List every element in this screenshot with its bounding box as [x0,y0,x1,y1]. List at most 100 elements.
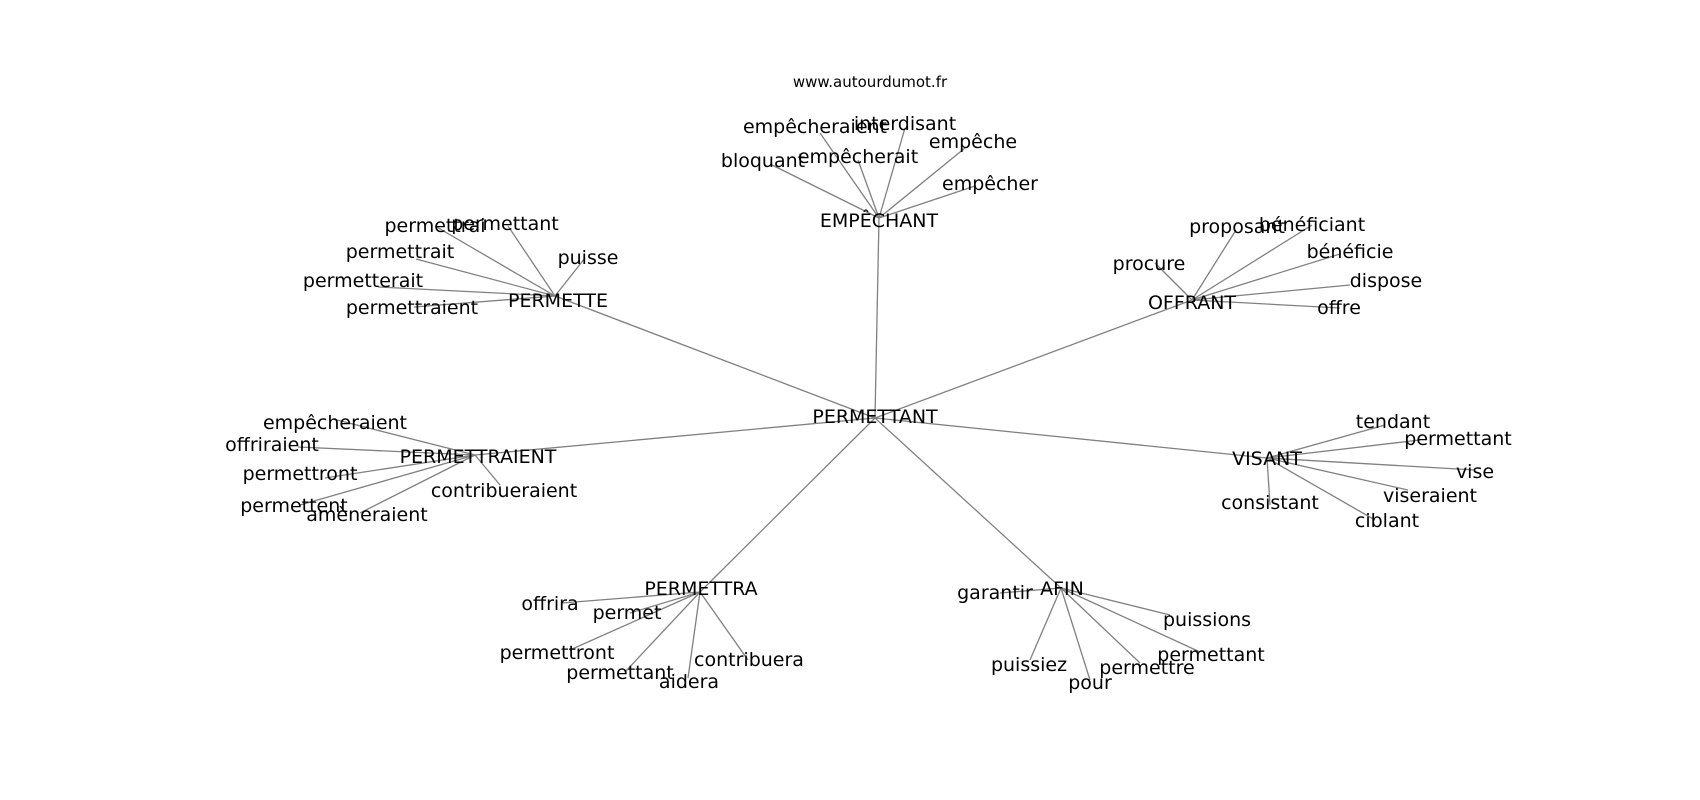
leaf-node-label: permet [593,602,662,624]
leaf-node-label: permettant [1404,428,1511,450]
hub-to-leaf-edge [878,185,976,219]
hub-to-leaf-edge [1191,229,1237,301]
leaf-node-label: offriraient [225,434,319,456]
center-to-hub-edge [474,417,876,456]
hub-to-leaf-edge [878,147,966,219]
leaf-node-label: contribueraient [431,480,577,502]
leaf-node-label: puisse [558,247,619,269]
hub-node-label: PERMETTRA [644,578,757,600]
hub-to-leaf-edge [1060,587,1201,653]
hub-node-label: VISANT [1232,448,1302,470]
edges-layer [297,127,1476,681]
hub-to-leaf-edge [324,454,476,479]
center-to-hub-edge [699,417,876,593]
leaf-node-label: empêcheraient [743,116,887,138]
leaf-node-label: permettraient [346,297,478,319]
leaf-node-label: permettre [1099,657,1194,679]
leaf-node-label: permettant [1157,644,1264,666]
hub-to-leaf-edge [629,591,701,614]
hub-to-leaf-edge [999,587,1062,594]
hub-to-leaf-edge [878,127,906,219]
hub-to-leaf-edge [377,286,556,297]
leaf-node-label: empêcher [942,173,1038,195]
leaf-node-label: permettrai [384,215,485,237]
hub-to-leaf-edge [561,591,701,604]
leaf-node-label: vise [1456,461,1494,483]
leaf-node-label: dispose [1350,270,1423,292]
leaf-node-label: pour [1068,672,1112,694]
hub-to-leaf-edge [699,591,749,661]
hub-to-leaf-edge [1060,587,1141,664]
hub-to-leaf-edge [1154,262,1193,301]
leaf-node-label: permettront [243,463,358,485]
labels-layer: www.autourdumot.fr PERMETTANT empêcherai… [225,73,1512,694]
leaf-node-label: consistant [1221,492,1319,514]
hub-to-leaf-edge [1266,439,1421,459]
leaf-node-label: permetterait [303,270,423,292]
leaf-node-label: bénéficie [1307,241,1394,263]
hub-to-leaf-edge [359,454,476,514]
hub-to-leaf-edge [1060,587,1091,681]
leaf-node-label: permettront [500,642,615,664]
hub-to-leaf-edge [299,454,476,506]
leaf-node-label: empêcheraient [263,412,407,434]
hub-to-leaf-edge [434,225,556,297]
hub-to-leaf-edge [415,258,556,297]
center-node-label: PERMETTANT [812,406,938,428]
leaf-node-label: interdisant [854,113,956,135]
hub-to-leaf-edge [819,132,880,219]
hub-to-leaf-edge [474,454,501,486]
hub-to-leaf-edge [507,225,556,297]
hub-to-leaf-edge [1266,457,1271,506]
leaf-node-label: aidera [659,671,719,693]
leaf-node-label: empêcherait [798,146,918,168]
hub-to-leaf-edge [554,257,586,297]
hub-to-leaf-edge [336,419,476,456]
leaf-node-label: permettrait [346,241,455,263]
leaf-node-label: procure [1113,253,1186,275]
leaf-node-label: tendant [1356,411,1430,433]
hub-node-label: OFFRANT [1148,292,1236,314]
center-to-hub-edge [554,295,876,419]
hub-to-leaf-edge [1266,457,1409,491]
leaf-node-label: puissions [1163,609,1251,631]
hub-to-leaf-edge [1191,299,1341,309]
center-to-hub-edge [874,417,1268,459]
hub-node-label: EMPÊCHANT [820,209,939,232]
leaf-node-label: viseraient [1383,485,1477,507]
hub-node-label: PERMETTRAIENT [400,446,557,468]
hub-to-leaf-edge [771,164,880,219]
hub-to-leaf-edge [1191,284,1351,301]
hub-to-leaf-edge [857,159,880,219]
hub-to-leaf-edge [1029,587,1062,661]
leaf-node-label: proposant [1189,216,1285,238]
center-to-hub-edge [874,217,880,419]
leaf-node-label: offrira [521,593,578,615]
center-to-hub-edge [874,417,1062,589]
hub-to-leaf-edge [1191,224,1313,301]
leaf-node-label: garantir [957,582,1033,604]
leaf-node-label: empêche [929,131,1017,153]
leaf-node-label: bénéficiant [1259,214,1365,236]
hub-to-leaf-edge [1191,253,1341,301]
leaf-node-label: amèneraient [306,504,428,526]
hub-to-leaf-edge [1266,457,1476,471]
hub-to-leaf-edge [1266,424,1386,459]
hub-to-leaf-edge [1060,587,1171,616]
leaf-node-label: permettant [451,213,558,235]
hub-to-leaf-edge [687,591,701,679]
leaf-node-label: offre [1317,297,1361,319]
leaf-node-label: puissiez [991,654,1067,676]
hub-to-leaf-edge [297,446,476,456]
leaf-node-label: permettent [240,495,348,517]
hub-to-leaf-edge [624,591,701,673]
site-credit: www.autourdumot.fr [793,73,948,91]
leaf-node-label: ciblant [1355,510,1419,532]
leaf-node-label: bloquant [721,150,805,172]
leaf-node-label: permettant [566,662,673,684]
hub-to-leaf-edge [1266,457,1376,521]
hub-to-leaf-edge [569,591,701,651]
hub-node-label: PERMETTE [508,290,608,312]
hub-node-label: AFIN [1040,578,1084,600]
